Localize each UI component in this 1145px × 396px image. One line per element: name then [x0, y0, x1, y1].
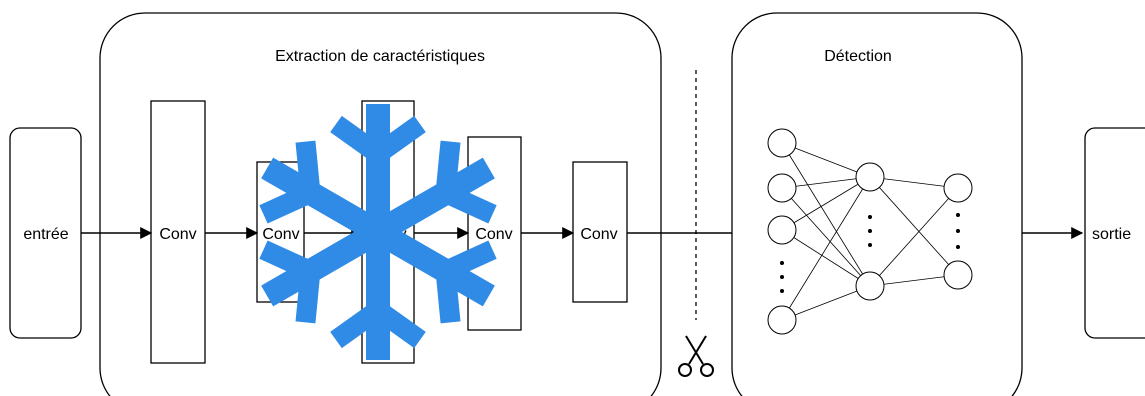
nn-nodes — [767, 128, 973, 335]
output-node — [1084, 127, 1145, 339]
detection-container — [731, 12, 1023, 396]
conv-label-2: Conv — [262, 226, 299, 243]
conv-label-4: Conv — [475, 226, 512, 243]
conv-label-1: Conv — [159, 226, 196, 243]
feature-extraction-title: Extraction de caractéristiques — [275, 48, 485, 65]
conv-label-5: Conv — [580, 226, 617, 243]
conv-block-1 — [150, 100, 206, 364]
nn-ellipsis — [780, 213, 960, 293]
output-label: sortie — [1092, 226, 1131, 243]
snowflake-icon — [259, 104, 497, 360]
neural-network — [767, 128, 973, 335]
conv-block-5 — [572, 161, 628, 303]
nn-connections — [781, 142, 959, 321]
scissors-icon — [678, 335, 714, 377]
input-label: entrée — [23, 226, 68, 243]
detection-title: Détection — [824, 48, 892, 65]
